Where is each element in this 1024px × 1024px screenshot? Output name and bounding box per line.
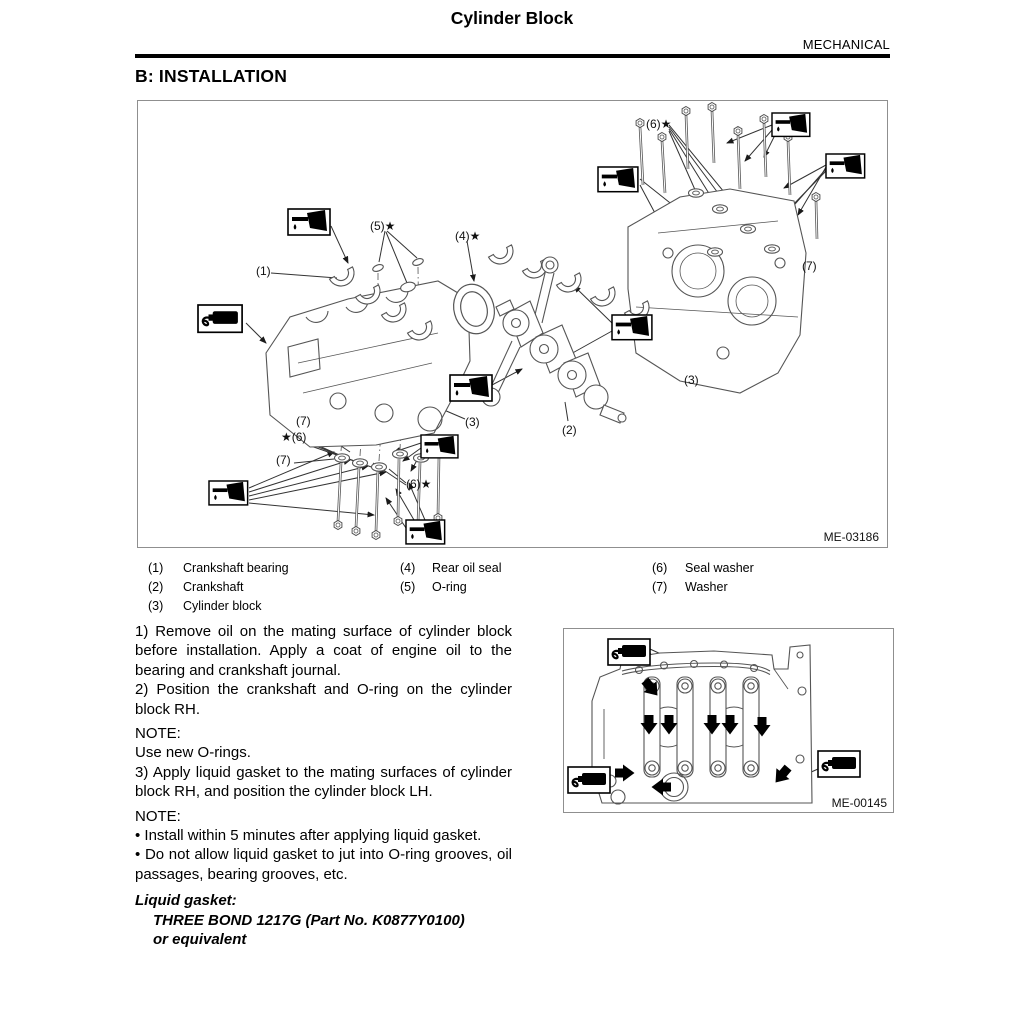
gasket-tube-icon [568,767,610,793]
callout-label: (5)★ [370,219,396,233]
instruction-step-3: 3) Apply liquid gasket to the mating sur… [135,763,512,801]
instruction-step-1: 1) Remove oil on the mating surface of c… [135,623,512,679]
callout-label: (4)★ [455,229,481,243]
legend-item-label: O-ring [432,580,467,594]
callout-label: (6)★ [406,477,432,491]
legend-item-number: (2) [148,580,164,594]
callout-label: (7) [802,259,817,273]
gasket-tube-icon [608,639,650,665]
note-title: NOTE: [135,725,181,743]
callout-label: (1) [256,264,271,278]
spec-equivalent: or equivalent [153,931,247,949]
legend-item-number: (5) [400,580,416,594]
legend-item-label: Cylinder block [183,599,262,613]
legend-item-label: Crankshaft [183,580,244,594]
installation-heading: B: INSTALLATION [135,66,288,86]
figure-code: ME-00145 [831,796,887,810]
oil-can-icon [421,435,458,458]
o-rings [372,258,424,293]
note-bullet: • Install within 5 minutes after applyin… [135,827,482,845]
legend-item-label: Seal washer [685,561,754,575]
page-title: Cylinder Block [450,8,574,28]
oil-can-icon [406,520,445,544]
section-label: MECHANICAL [802,37,890,52]
callout-label: (6)★ [646,117,672,131]
legend-item-number: (3) [148,599,164,613]
cylinder-block-lh [265,280,471,448]
note-bullet: • Do not allow liquid gasket to jut into… [135,846,512,883]
legend-item-label: Crankshaft bearing [183,561,289,575]
oil-can-icon [450,375,492,401]
legend-item-number: (6) [652,561,668,575]
callout-label: (2) [562,423,577,437]
gasket-diagram [564,629,893,805]
instructions-column: 1) Remove oil on the mating surface of c… [135,622,512,950]
oil-can-icon [209,481,248,505]
figure-gasket-application: ME-00145 [563,628,894,813]
callout-label: ★(6) [281,430,307,444]
gasket-tube-icon [818,751,860,777]
crankshaft [481,256,627,424]
legend-item-label: Rear oil seal [432,561,502,575]
spec-part-number: THREE BOND 1217G (Part No. K0877Y0100) [153,911,465,929]
oil-can-icon [612,315,652,340]
rear-oil-seal [453,283,495,335]
header-rule [135,54,890,58]
spec-title: Liquid gasket: [135,892,237,910]
note-title: NOTE: [135,807,181,825]
oil-can-icon [772,113,810,136]
legend-item-label: Washer [685,580,728,594]
legend-item-number: (1) [148,561,164,575]
instruction-step-2: 2) Position the crankshaft and O-ring on… [135,681,512,718]
callout-label: (7) [296,414,311,428]
cylinder-block-bolts-bottom [333,456,443,540]
cylinder-block-bolts-top [635,102,821,240]
figure-code: ME-03186 [823,530,879,544]
cylinder-block-rh [627,188,807,394]
gasket-tube-icon [198,305,242,332]
legend-item-number: (4) [400,561,416,575]
note-body: Use new O-rings. [135,744,251,762]
oil-can-icon [288,209,330,235]
callout-label: (3) [684,373,699,387]
callout-label: (7) [276,453,291,467]
exploded-diagram [138,102,887,547]
liquid-gasket-spec: Liquid gasket: THREE BOND 1217G (Part No… [135,891,512,949]
callout-label: (3) [465,415,480,429]
oil-can-icon [826,154,865,178]
oil-can-icon [598,167,638,192]
legend-item-number: (7) [652,580,668,594]
figure-exploded-view: (1) (2) (3) (3) (4)★ (5)★ (6)★ ★(6) (6)★… [137,100,888,548]
